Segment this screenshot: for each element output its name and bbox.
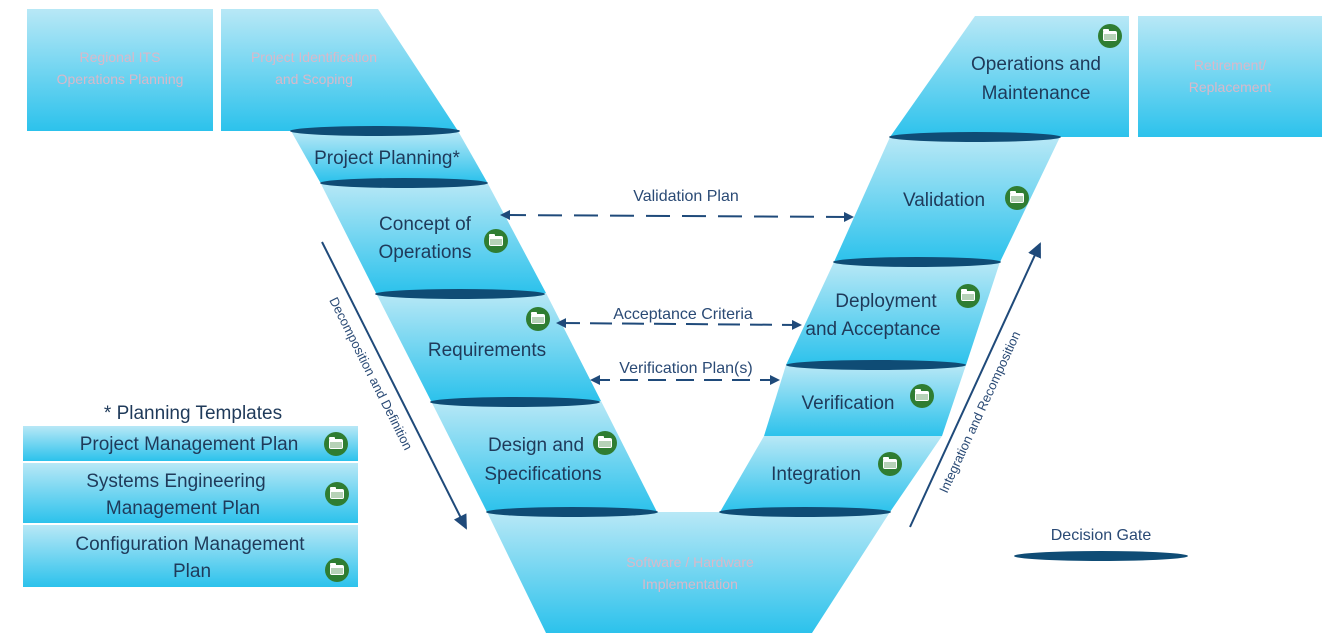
decision-gate bbox=[430, 397, 600, 407]
decision-gate-legend-label: Decision Gate bbox=[1051, 527, 1152, 544]
template-systems-engineering-label-2: Management Plan bbox=[106, 498, 260, 519]
folder-icon bbox=[325, 482, 349, 506]
regional-planning-label-2: Operations Planning bbox=[57, 71, 184, 87]
design-label-2: Specifications bbox=[484, 464, 601, 485]
requirements-label: Requirements bbox=[428, 340, 546, 361]
implementation-stage: Software / Hardware Implementation bbox=[487, 512, 890, 633]
project-identification-label-2: and Scoping bbox=[275, 71, 353, 87]
folder-icon bbox=[956, 284, 980, 308]
verification-plans-label: Verification Plan(s) bbox=[619, 360, 752, 377]
folder-icon bbox=[526, 307, 550, 331]
operations-maintenance-label-1: Operations and bbox=[971, 54, 1101, 75]
implementation-label-1: Software / Hardware bbox=[626, 554, 754, 570]
validation-label: Validation bbox=[903, 190, 985, 211]
template-project-management: Project Management Plan bbox=[23, 426, 358, 461]
template-systems-engineering-label-1: Systems Engineering bbox=[86, 471, 266, 492]
verification-stage: Verification bbox=[764, 365, 966, 436]
deployment-stage: Deployment and Acceptance bbox=[786, 262, 1000, 365]
implementation-label-2: Implementation bbox=[642, 576, 738, 592]
design-label-1: Design and bbox=[488, 435, 584, 456]
decision-gate bbox=[486, 507, 658, 517]
concept-label-2: Operations bbox=[379, 242, 472, 263]
retirement-label-1: Retirement/ bbox=[1194, 57, 1266, 73]
verification-label: Verification bbox=[802, 393, 895, 414]
acceptance-criteria-label: Acceptance Criteria bbox=[613, 306, 753, 323]
regional-planning-label-1: Regional ITS bbox=[80, 49, 161, 65]
operations-maintenance-box: Operations and Maintenance bbox=[890, 16, 1129, 137]
decision-gate bbox=[290, 126, 460, 136]
design-stage: Design and Specifications bbox=[431, 401, 657, 512]
legend: Decision Gate bbox=[1014, 527, 1188, 561]
folder-icon bbox=[324, 432, 348, 456]
project-identification-label-1: Project Identification bbox=[251, 49, 377, 65]
decision-gate bbox=[786, 360, 966, 370]
decision-gate bbox=[375, 289, 545, 299]
regional-planning-box: Regional ITS Operations Planning bbox=[27, 9, 213, 131]
concept-stage: Concept of Operations bbox=[320, 182, 546, 293]
acceptance-criteria-link: Acceptance Criteria bbox=[556, 306, 802, 330]
deployment-label-2: and Acceptance bbox=[805, 319, 940, 340]
template-configuration-management: Configuration Management Plan bbox=[23, 525, 358, 587]
decision-gate bbox=[833, 257, 1001, 267]
folder-icon bbox=[325, 558, 349, 582]
folder-icon bbox=[1005, 186, 1029, 210]
validation-plan-link: Validation Plan bbox=[500, 188, 854, 222]
integration-stage: Integration bbox=[720, 436, 942, 512]
template-configuration-management-label-1: Configuration Management bbox=[75, 534, 305, 555]
folder-icon bbox=[878, 452, 902, 476]
template-configuration-management-label-2: Plan bbox=[173, 561, 211, 582]
project-identification-box: Project Identification and Scoping bbox=[221, 9, 458, 131]
integration-label: Integration bbox=[771, 464, 861, 485]
folder-icon bbox=[484, 229, 508, 253]
retirement-box: Retirement/ Replacement bbox=[1138, 16, 1322, 137]
planning-templates: * Planning Templates Project Management … bbox=[23, 403, 358, 587]
validation-stage: Validation bbox=[834, 137, 1060, 262]
decision-gate bbox=[889, 132, 1061, 142]
decision-gate-legend-swatch bbox=[1014, 551, 1188, 561]
decision-gate bbox=[719, 507, 891, 517]
template-systems-engineering: Systems Engineering Management Plan bbox=[23, 463, 358, 523]
deployment-label-1: Deployment bbox=[835, 291, 937, 312]
requirements-stage: Requirements bbox=[376, 293, 601, 401]
folder-icon bbox=[593, 431, 617, 455]
folder-icon bbox=[910, 384, 934, 408]
project-planning-stage: Project Planning* bbox=[291, 131, 487, 182]
retirement-label-2: Replacement bbox=[1189, 79, 1272, 95]
planning-templates-title: * Planning Templates bbox=[104, 403, 282, 424]
template-project-management-label: Project Management Plan bbox=[80, 434, 299, 455]
decision-gate bbox=[320, 178, 488, 188]
folder-icon bbox=[1098, 24, 1122, 48]
decision-gates bbox=[290, 126, 1061, 517]
validation-plan-label: Validation Plan bbox=[633, 188, 739, 205]
operations-maintenance-label-2: Maintenance bbox=[982, 83, 1091, 104]
project-planning-label: Project Planning* bbox=[314, 148, 460, 169]
verification-plans-link: Verification Plan(s) bbox=[590, 360, 780, 385]
concept-label-1: Concept of bbox=[379, 214, 472, 235]
